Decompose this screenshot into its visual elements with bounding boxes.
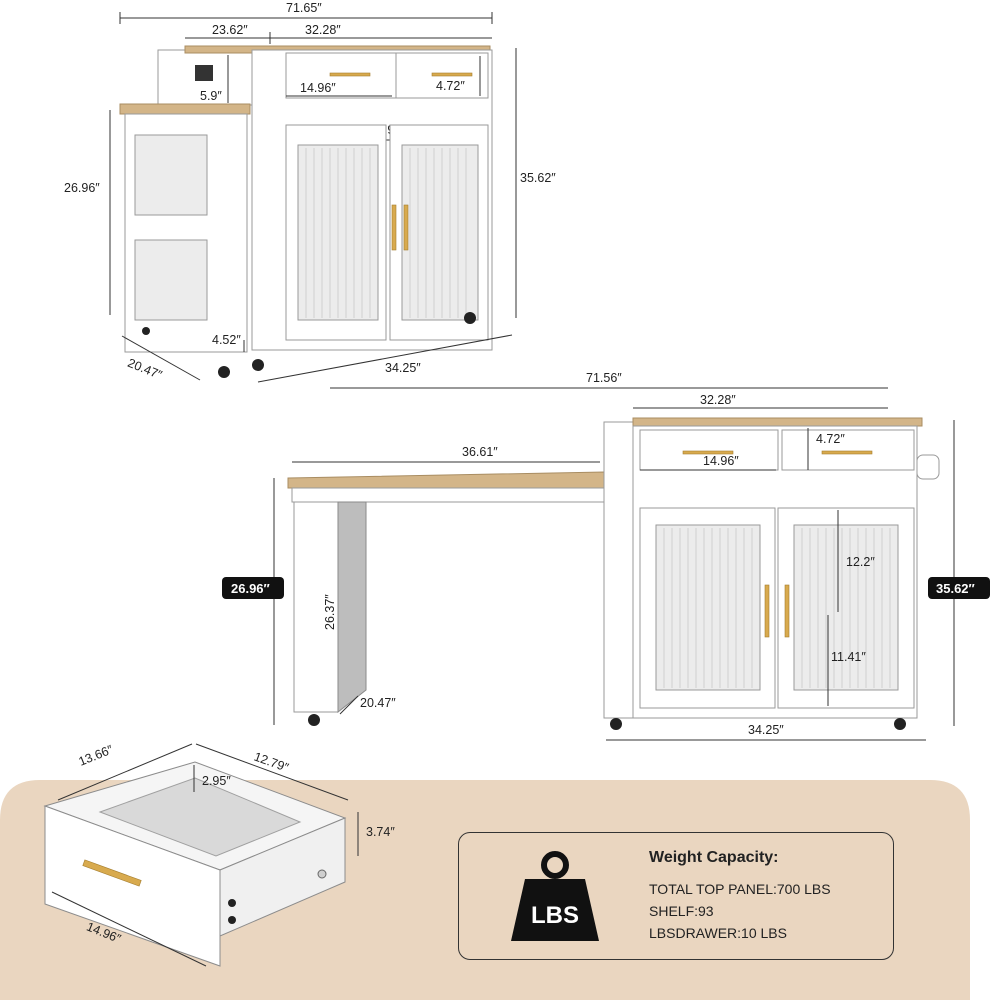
ext-cabinet-height-badge [928,577,990,599]
top-base-width-label: 34.25″ [385,361,421,375]
drawer-depth-label: 13.66″ [77,742,116,769]
top-view: 71.65″ 23.62″ 32.28″ 5.9″ 14.96″ 4.72″ 1… [64,1,556,383]
top-total-width-label: 71.65″ [286,1,322,15]
weight-line-top-panel: TOTAL TOP PANEL:700 LBS [649,881,831,897]
ext-table-width-label: 36.61″ [462,445,498,459]
ext-drawer-width-label: 14.96″ [703,454,739,468]
top-full-height-label: 35.62″ [520,171,556,185]
socket-height-label: 5.9″ [200,89,222,103]
drawer-inner-height-label: 2.95″ [202,774,231,788]
top-drawer-height-label: 4.72″ [436,79,465,93]
weight-line-shelf: SHELF:93 [649,903,714,919]
ext-table-height-badge [222,577,284,599]
ext-top-width-label: 32.28″ [700,393,736,407]
ext-table-height-label: 26.96″ [231,581,270,596]
ext-shelf-upper-label: 12.2″ [846,555,875,569]
extended-view: 71.56″ 32.28″ 36.61″ 26.96″ 26.37″ 20.47… [222,371,990,741]
drawer-height-label: 3.74″ [366,825,395,839]
ext-total-width-label: 71.56″ [586,371,622,385]
ext-drawer-height-label: 4.72″ [816,432,845,446]
ext-base-width-label: 34.25″ [748,723,784,737]
ext-cabinet-height-label: 35.62″ [936,581,975,596]
drawer-inner-depth-label: 12.79″ [252,750,291,776]
weight-capacity-title: Weight Capacity: [649,849,779,866]
top-depth-label: 20.47″ [126,356,165,383]
weight-icon: LBS [511,851,599,941]
weight-line-drawer: LBSDRAWER:10 LBS [649,925,787,941]
power-socket [195,65,213,81]
top-side-height-label: 26.96″ [64,181,100,195]
top-leg-depth-label: 4.52″ [212,333,241,347]
ext-leg-depth-label: 20.47″ [360,696,396,710]
ext-leg-height-label: 26.37″ [323,594,337,630]
weight-capacity-card: LBS Weight Capacity: TOTAL TOP PANEL:700… [458,832,894,960]
ext-shelf-lower-label: 11.41″ [831,650,866,664]
top-right-width-label: 32.28″ [305,23,341,37]
top-left-width-label: 23.62″ [212,23,248,37]
weight-icon-label: LBS [531,902,579,929]
top-drawer-width-label: 14.96″ [300,81,336,95]
